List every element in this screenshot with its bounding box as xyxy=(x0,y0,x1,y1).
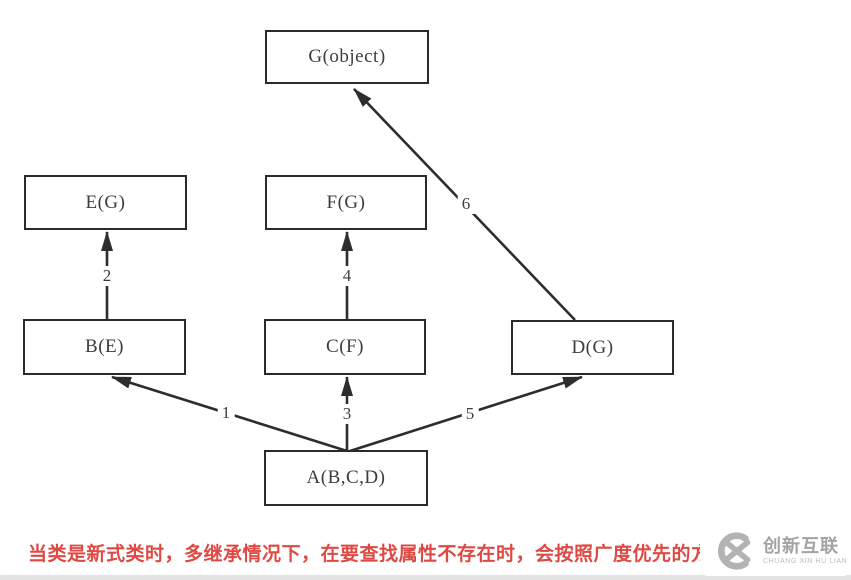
edge-order-label-6: 6 xyxy=(457,194,475,214)
caption-text: 当类是新式类时，多继承情况下，在要查找属性不存在时，会按照广度优先的方 xyxy=(28,544,711,565)
bottom-edge-strip xyxy=(0,575,851,580)
class-node-d: D(G) xyxy=(511,320,674,375)
watermark-text: 创新互联 CHUANG XIN HU LIAN xyxy=(763,537,847,565)
class-node-b: B(E) xyxy=(23,319,186,375)
class-node-c: C(F) xyxy=(264,319,426,375)
class-node-f: F(G) xyxy=(265,175,427,230)
cx-ring-logo-icon xyxy=(718,532,751,570)
class-node-a: A(B,C,D) xyxy=(264,450,428,506)
watermark: 创新互联 CHUANG XIN HU LIAN xyxy=(700,526,851,576)
edge-order-label-4: 4 xyxy=(338,266,356,286)
watermark-subtitle: CHUANG XIN HU LIAN xyxy=(763,558,848,565)
watermark-name: 创新互联 xyxy=(763,536,839,556)
edge-order-label-1: 1 xyxy=(217,403,235,423)
edge-order-label-5: 5 xyxy=(461,404,479,424)
class-node-e: E(G) xyxy=(24,175,187,230)
edge-order-label-2: 2 xyxy=(98,266,116,286)
edge-order-label-3: 3 xyxy=(338,404,356,424)
class-node-g: G(object) xyxy=(265,30,429,84)
